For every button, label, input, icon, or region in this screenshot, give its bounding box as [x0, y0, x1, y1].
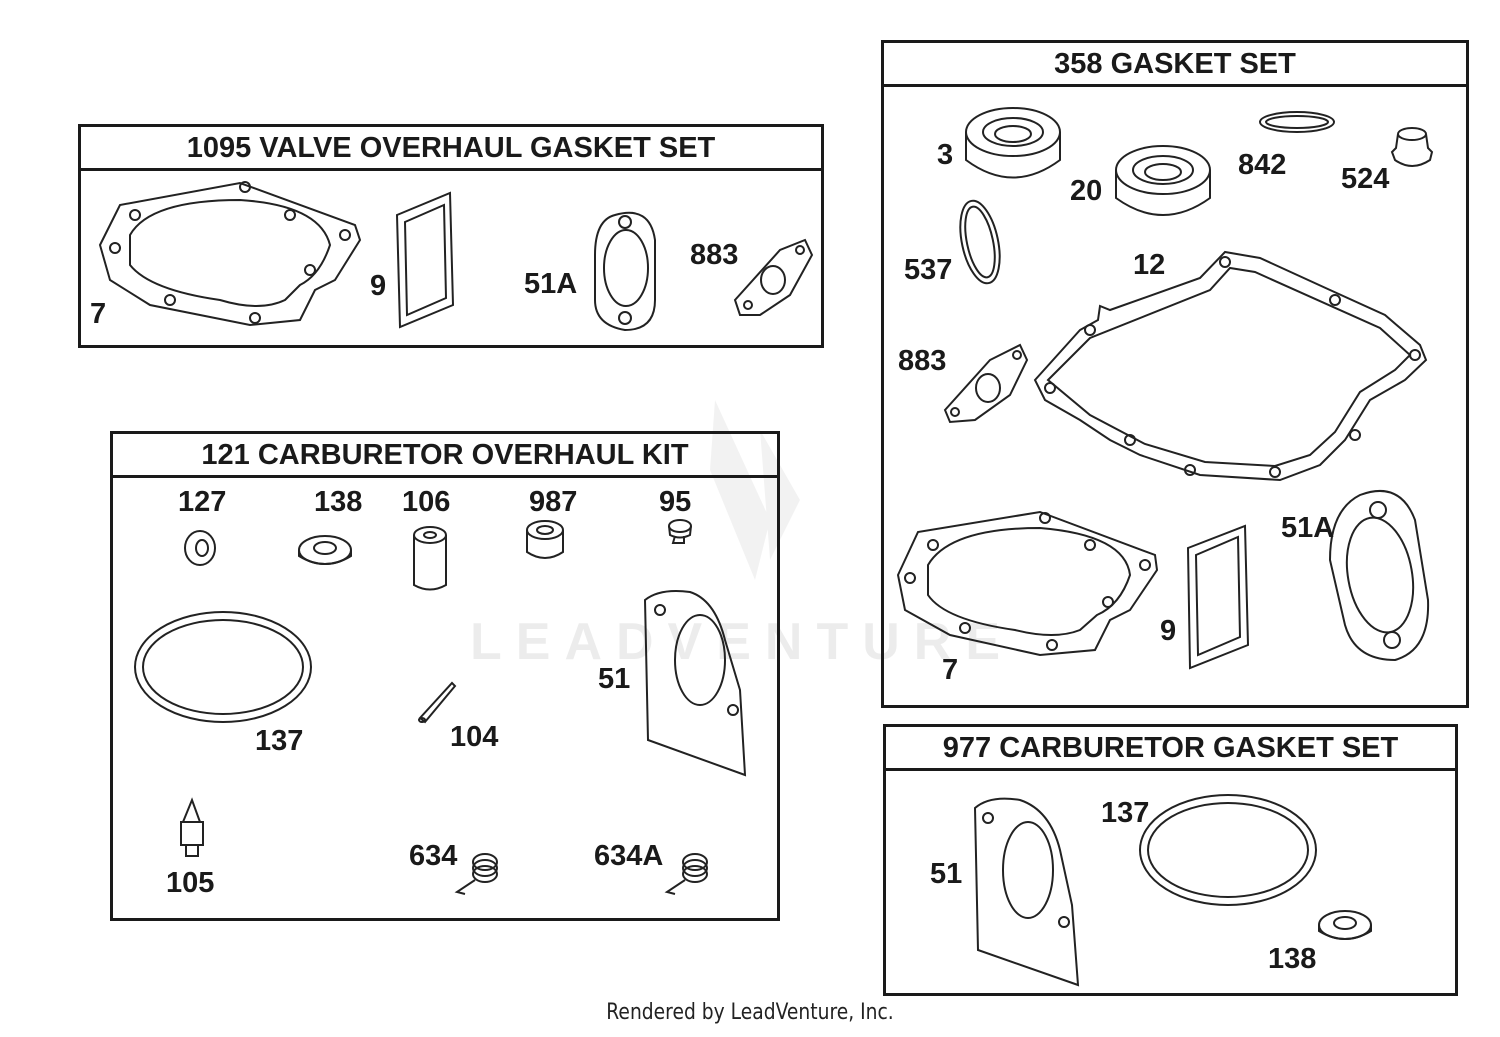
part-9-valve-cover-gasket — [1186, 524, 1250, 670]
label-gasket-7: 7 — [942, 654, 959, 686]
part-7-head-gasket — [98, 181, 362, 327]
part-106-cylinder — [413, 526, 447, 591]
part-138-washer — [1318, 910, 1372, 940]
label-gasket-524: 524 — [1341, 163, 1390, 195]
label-carb-104: 104 — [450, 721, 499, 753]
label-gasket-51a: 51A — [1281, 512, 1335, 544]
part-20-seal — [1115, 145, 1211, 216]
part-138-washer — [298, 535, 352, 565]
part-7-head-gasket — [896, 510, 1159, 657]
label-carb-137: 137 — [255, 725, 304, 757]
label-gasket-12: 12 — [1133, 249, 1166, 281]
part-137-ring — [1139, 794, 1317, 906]
label-gasket-20: 20 — [1070, 175, 1103, 207]
gasket-set-panel: 358 GASKET SET — [881, 40, 1469, 708]
label-gasket-842: 842 — [1238, 149, 1287, 181]
label-valve-7: 7 — [90, 298, 107, 330]
carb-overhaul-title: 121 CARBURETOR OVERHAUL KIT — [113, 434, 777, 478]
label-carb-51: 51 — [598, 663, 631, 695]
part-51a-gasket — [1328, 490, 1430, 662]
label-gasket-9: 9 — [1160, 615, 1177, 647]
label-valve-883: 883 — [690, 239, 739, 271]
label-valve-9: 9 — [370, 270, 387, 302]
part-95-screw — [668, 519, 692, 544]
label-cg-138: 138 — [1268, 943, 1317, 975]
label-gasket-3: 3 — [937, 139, 954, 171]
label-carb-634a: 634A — [594, 840, 664, 872]
part-137-ring — [134, 611, 312, 723]
part-883-gasket — [733, 238, 814, 316]
label-cg-51: 51 — [930, 858, 963, 890]
part-9-valve-cover-gasket — [395, 191, 455, 329]
label-gasket-537: 537 — [904, 254, 953, 286]
label-cg-137: 137 — [1101, 797, 1150, 829]
carb-gasket-title: 977 CARBURETOR GASKET SET — [886, 727, 1455, 771]
part-127-washer — [184, 530, 216, 566]
watermark-text: LEADVENTURE — [470, 613, 1015, 671]
part-883-gasket — [943, 343, 1029, 424]
footer-credit: Rendered by LeadVenture, Inc. — [606, 1000, 894, 1025]
label-carb-95: 95 — [659, 486, 692, 518]
label-carb-106: 106 — [402, 486, 451, 518]
part-51-plate — [973, 797, 1080, 987]
part-51a-gasket — [594, 211, 656, 332]
part-537-oring — [959, 199, 1001, 285]
part-524-grommet — [1390, 127, 1434, 167]
carb-overhaul-panel: 121 CARBURETOR OVERHAUL KIT — [110, 431, 780, 921]
label-carb-138: 138 — [314, 486, 363, 518]
carb-gasket-panel: 977 CARBURETOR GASKET SET — [883, 724, 1458, 996]
part-104-pin — [418, 681, 457, 724]
label-carb-634: 634 — [409, 840, 458, 872]
label-gasket-883: 883 — [898, 345, 947, 377]
gasket-set-title: 358 GASKET SET — [884, 43, 1466, 87]
part-51-plate — [643, 590, 747, 777]
part-3-seal — [965, 107, 1061, 179]
valve-overhaul-title: 1095 VALVE OVERHAUL GASKET SET — [81, 127, 821, 171]
label-carb-105: 105 — [166, 867, 215, 899]
part-12-sump-gasket — [1033, 250, 1428, 482]
part-634a-spring — [664, 853, 708, 895]
part-105-needle — [180, 797, 204, 857]
part-987-seal — [526, 520, 564, 559]
label-carb-127: 127 — [178, 486, 227, 518]
part-842-oring — [1259, 111, 1335, 133]
label-valve-51a: 51A — [524, 268, 578, 300]
valve-overhaul-panel: 1095 VALVE OVERHAUL GASKET SET — [78, 124, 824, 348]
label-carb-987: 987 — [529, 486, 578, 518]
part-634-spring — [454, 853, 498, 895]
